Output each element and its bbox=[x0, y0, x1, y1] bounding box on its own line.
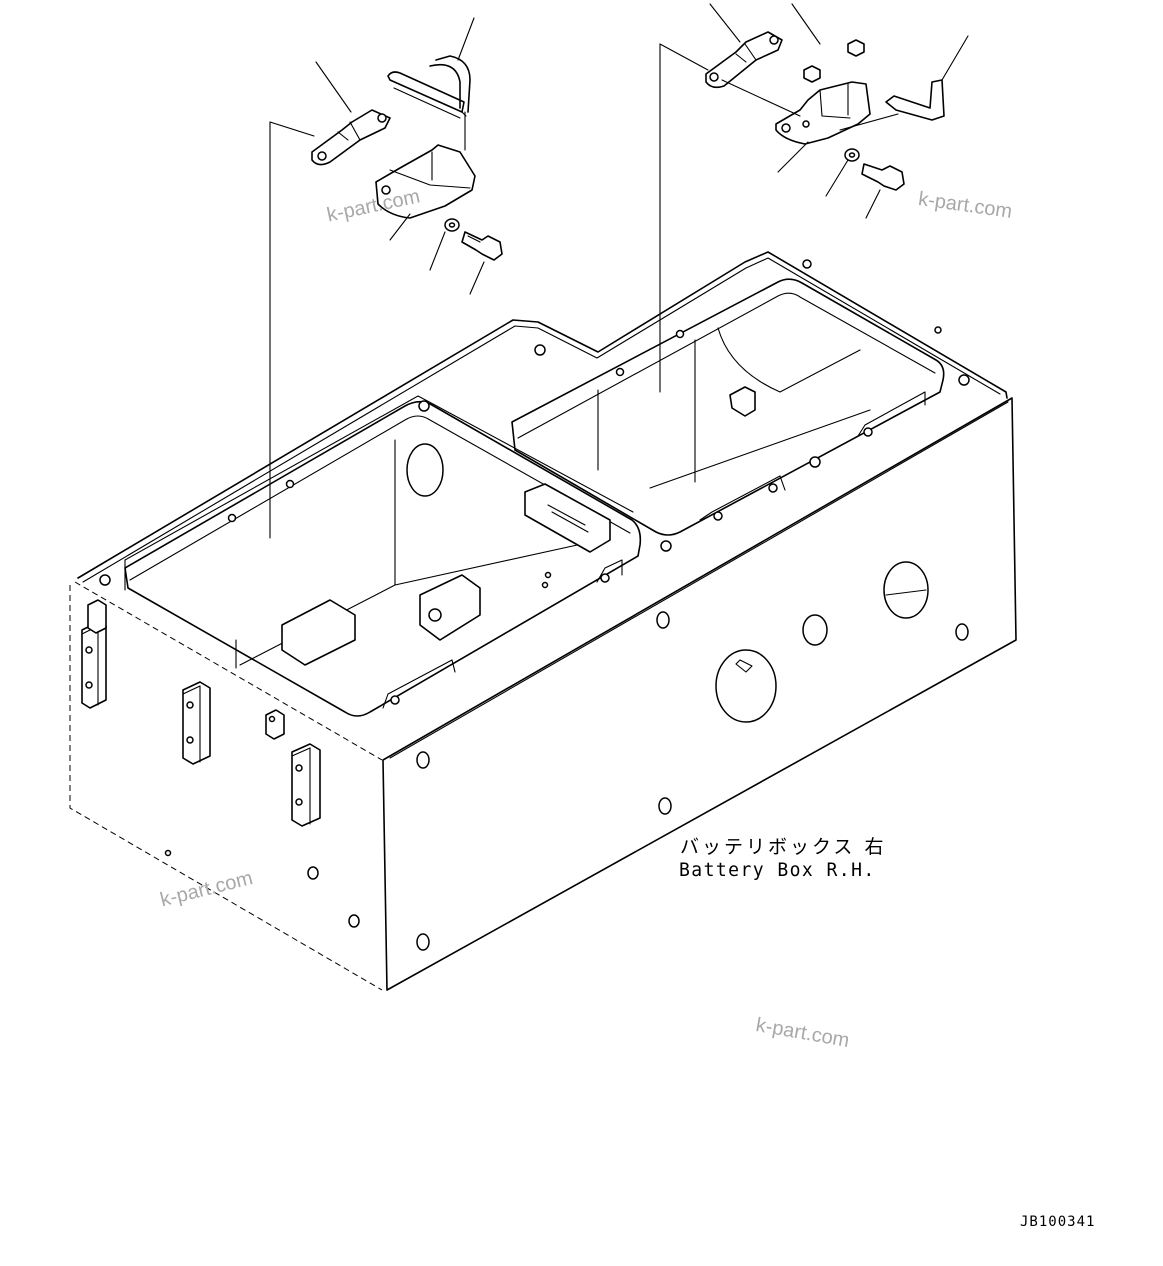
left-battery-tray bbox=[99, 400, 642, 717]
battery-box-body bbox=[69, 251, 1017, 991]
left-bracket-assembly bbox=[269, 17, 503, 539]
caption-japanese: バッテリボックス 右 bbox=[680, 836, 887, 858]
right-battery-tray bbox=[511, 259, 970, 553]
drawing-code: JB100341 bbox=[1020, 1214, 1096, 1230]
front-face-holes bbox=[164, 561, 969, 951]
caption-english: Battery Box R.H. bbox=[679, 859, 876, 881]
right-bracket-assembly bbox=[659, 3, 969, 393]
spacer-blocks bbox=[81, 599, 321, 827]
